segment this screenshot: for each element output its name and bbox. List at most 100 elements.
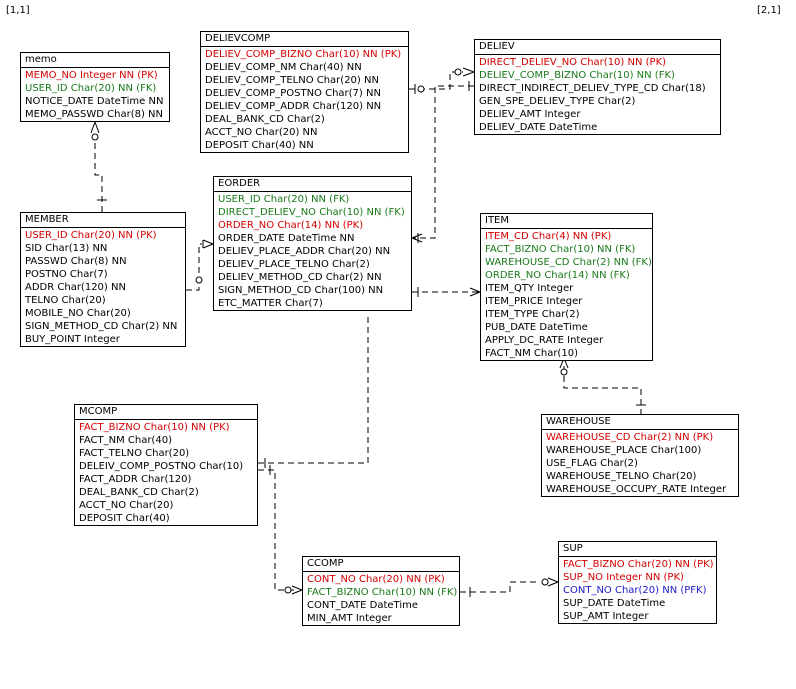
- attribute-row: FACT_BIZNO Char(20) NN (PK): [563, 559, 714, 570]
- attribute-row: DELIEV_AMT Integer: [479, 109, 581, 120]
- rel-member-memo[interactable]: [90, 121, 107, 212]
- entity-item[interactable]: ITEM ITEM_CD Char(4) NN (PK) FACT_BIZNO C…: [480, 213, 653, 361]
- attribute-row: PUB_DATE DateTime: [485, 322, 588, 333]
- entity-title: WAREHOUSE: [542, 415, 738, 430]
- attribute-row: TELNO Char(20): [25, 295, 106, 306]
- attribute-row: DEAL_BANK_CD Char(2): [205, 114, 325, 125]
- rel-mcomp-item[interactable]: [258, 314, 369, 468]
- attribute-row: ACCT_NO Char(20) NN: [205, 127, 318, 138]
- attribute-list: USER_ID Char(20) NN (FK) DIRECT_DELIEV_NO…: [214, 192, 411, 310]
- attribute-row: DIRECT_DELIEV_NO Char(10) NN (FK): [218, 207, 405, 218]
- attribute-row: ORDER_NO Char(14) NN (FK): [485, 270, 630, 281]
- attribute-row: SUP_DATE DateTime: [563, 598, 666, 609]
- attribute-row: SIGN_METHOD_CD Char(2) NN: [25, 321, 178, 332]
- attribute-row: USER_ID Char(20) NN (FK): [25, 83, 157, 94]
- entity-deliev[interactable]: DELIEV DIRECT_DELIEV_NO Char(10) NN (PK)…: [474, 39, 721, 135]
- attribute-row: USER_ID Char(20) NN (PK): [25, 230, 157, 241]
- rel-deliev-eorder[interactable]: [411, 81, 474, 243]
- entity-title: MCOMP: [75, 405, 257, 420]
- attribute-row: MIN_AMT Integer: [307, 613, 392, 624]
- attribute-row: APPLY_DC_RATE Integer: [485, 335, 604, 346]
- attribute-row: DELIEV_COMP_BIZNO Char(10) NN (FK): [479, 70, 675, 81]
- attribute-row: WAREHOUSE_CD Char(2) NN (FK): [485, 257, 652, 268]
- attribute-row: FACT_BIZNO Char(10) NN (FK): [485, 244, 636, 255]
- attribute-row: MOBILE_NO Char(20): [25, 308, 131, 319]
- attribute-row: FACT_NM Char(40): [79, 435, 172, 446]
- attribute-row: BUY_POINT Integer: [25, 334, 120, 345]
- attribute-list: FACT_BIZNO Char(10) NN (PK) FACT_NM Char(…: [75, 420, 257, 525]
- attribute-row: ITEM_CD Char(4) NN (PK): [485, 231, 612, 242]
- attribute-list: WAREHOUSE_CD Char(2) NN (PK)WAREHOUSE_PL…: [542, 430, 738, 496]
- page-index-left: [1,1]: [6, 5, 30, 16]
- attribute-row: ETC_MATTER Char(7): [218, 298, 323, 309]
- attribute-row: ADDR Char(120) NN: [25, 282, 126, 293]
- attribute-row: DELIEV_DATE DateTime: [479, 122, 598, 133]
- attribute-list: CONT_NO Char(20) NN (PK) FACT_BIZNO Char(…: [303, 572, 459, 625]
- attribute-row: CONT_NO Char(20) NN (PK): [307, 574, 445, 585]
- attribute-row: MEMO_PASSWD Char(8) NN: [25, 109, 164, 120]
- attribute-row: ITEM_QTY Integer: [485, 283, 574, 294]
- attribute-row: WAREHOUSE_TELNO Char(20): [546, 471, 697, 482]
- rel-delievcomp-deliev[interactable]: [409, 67, 475, 94]
- rel-eorder-item[interactable]: [412, 287, 481, 297]
- entity-memo[interactable]: memo MEMO_NO Integer NN (PK) USER_ID Char…: [20, 52, 170, 122]
- entity-title: ITEM: [481, 214, 652, 229]
- attribute-row: CONT_NO Char(20) NN (PFK): [563, 585, 707, 596]
- attribute-row: NOTICE_DATE DateTime NN: [25, 96, 164, 107]
- attribute-row: SUP_NO Integer NN (PK): [563, 572, 684, 583]
- entity-title: SUP: [559, 542, 716, 557]
- entity-title: CCOMP: [303, 557, 459, 572]
- attribute-list: FACT_BIZNO Char(20) NN (PK) SUP_NO Intege…: [559, 557, 716, 623]
- attribute-row: ORDER_DATE DateTime NN: [218, 233, 355, 244]
- attribute-row: WAREHOUSE_OCCUPY_RATE Integer: [546, 484, 727, 495]
- attribute-row: MEMO_NO Integer NN (PK): [25, 70, 158, 81]
- attribute-row: DELIEV_COMP_NM Char(40) NN: [205, 62, 362, 73]
- attribute-list: ITEM_CD Char(4) NN (PK) FACT_BIZNO Char(1…: [481, 229, 652, 360]
- rel-ccomp-sup[interactable]: [460, 577, 559, 597]
- entity-warehouse[interactable]: WAREHOUSE WAREHOUSE_CD Char(2) NN (PK)WA…: [541, 414, 739, 497]
- attribute-row: DELIEV_PLACE_TELNO Char(2): [218, 259, 370, 270]
- rel-mcomp-ccomp[interactable]: [258, 465, 303, 595]
- attribute-row: DELIEV_COMP_TELNO Char(20) NN: [205, 75, 379, 86]
- entity-member[interactable]: MEMBER USER_ID Char(20) NN (PK) SID Char(…: [20, 212, 186, 347]
- attribute-row: ACCT_NO Char(20): [79, 500, 174, 511]
- attribute-list: DELIEV_COMP_BIZNO Char(10) NN (PK)DELIEV…: [201, 47, 408, 152]
- rel-item-warehouse[interactable]: [559, 357, 646, 414]
- attribute-row: ITEM_PRICE Integer: [485, 296, 583, 307]
- attribute-row: FACT_NM Char(10): [485, 348, 578, 359]
- attribute-row: ORDER_NO Char(14) NN (PK): [218, 220, 364, 231]
- attribute-row: DELEIV_COMP_POSTNO Char(10): [79, 461, 244, 472]
- attribute-row: DEPOSIT Char(40): [79, 513, 170, 524]
- attribute-row: DELIEV_COMP_ADDR Char(120) NN: [205, 101, 382, 112]
- entity-title: memo: [21, 53, 169, 68]
- attribute-row: FACT_BIZNO Char(10) NN (FK): [307, 587, 458, 598]
- attribute-row: SUP_AMT Integer: [563, 611, 649, 622]
- entity-ccomp[interactable]: CCOMP CONT_NO Char(20) NN (PK) FACT_BIZNO…: [302, 556, 460, 626]
- entity-sup[interactable]: SUP FACT_BIZNO Char(20) NN (PK) SUP_NO In…: [558, 541, 717, 624]
- entity-delievcomp[interactable]: DELIEVCOMP DELIEV_COMP_BIZNO Char(10) NN…: [200, 31, 409, 153]
- entity-title: MEMBER: [21, 213, 185, 228]
- attribute-row: FACT_BIZNO Char(10) NN (PK): [79, 422, 230, 433]
- attribute-row: USE_FLAG Char(2): [546, 458, 638, 469]
- rel-member-eorder[interactable]: [186, 239, 214, 291]
- attribute-row: CONT_DATE DateTime: [307, 600, 419, 611]
- attribute-row: DELIEV_PLACE_ADDR Char(20) NN: [218, 246, 391, 257]
- attribute-row: SID Char(13) NN: [25, 243, 108, 254]
- attribute-row: SIGN_METHOD_CD Char(100) NN: [218, 285, 384, 296]
- attribute-row: ITEM_TYPE Char(2): [485, 309, 580, 320]
- attribute-row: DIRECT_INDIRECT_DELIEV_TYPE_CD Char(18): [479, 83, 706, 94]
- entity-eorder[interactable]: EORDER USER_ID Char(20) NN (FK) DIRECT_DE…: [213, 176, 412, 311]
- entity-title: DELIEVCOMP: [201, 32, 408, 47]
- entity-mcomp[interactable]: MCOMP FACT_BIZNO Char(10) NN (PK) FACT_NM…: [74, 404, 258, 526]
- attribute-row: USER_ID Char(20) NN (FK): [218, 194, 350, 205]
- attribute-row: DIRECT_DELIEV_NO Char(10) NN (PK): [479, 57, 667, 68]
- attribute-row: DELIEV_METHOD_CD Char(2) NN: [218, 272, 382, 283]
- attribute-row: FACT_TELNO Char(20): [79, 448, 190, 459]
- attribute-row: FACT_ADDR Char(120): [79, 474, 192, 485]
- attribute-row: POSTNO Char(7): [25, 269, 108, 280]
- attribute-row: DEPOSIT Char(40) NN: [205, 140, 314, 151]
- attribute-row: DELIEV_COMP_POSTNO Char(7) NN: [205, 88, 381, 99]
- entity-title: EORDER: [214, 177, 411, 192]
- attribute-list: USER_ID Char(20) NN (PK) SID Char(13) NN P…: [21, 228, 185, 346]
